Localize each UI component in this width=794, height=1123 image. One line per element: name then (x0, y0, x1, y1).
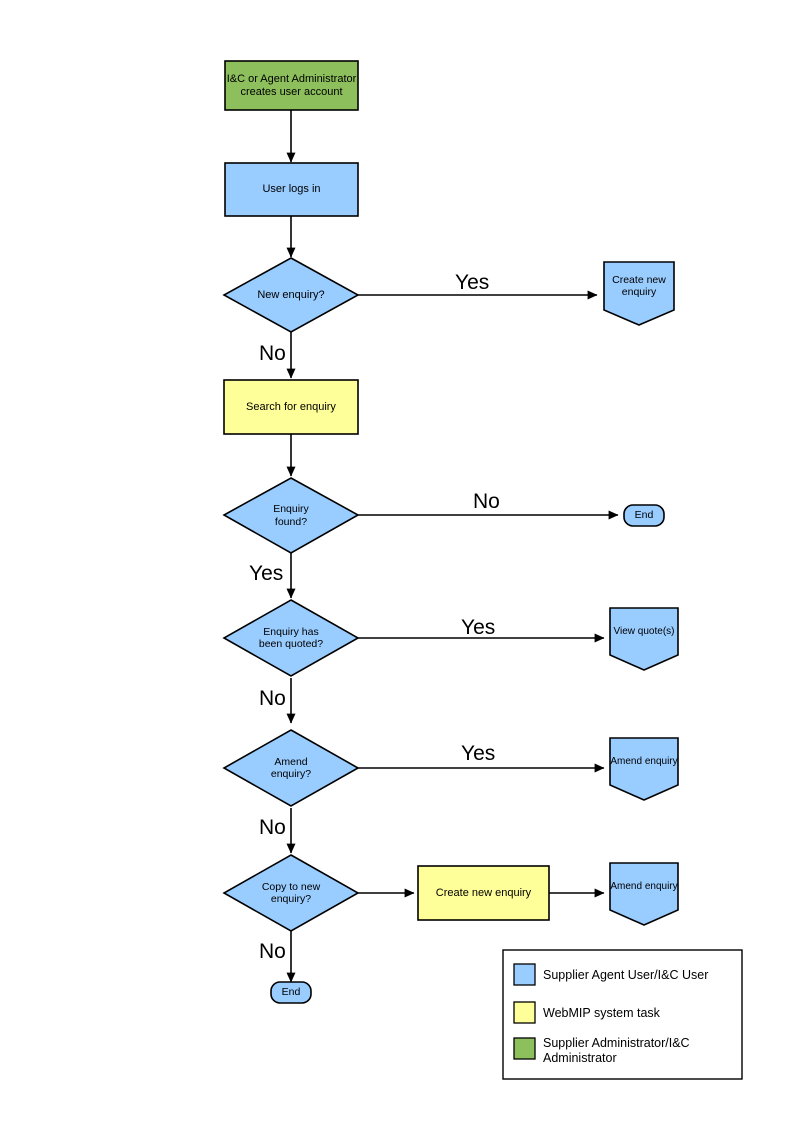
edge-label-copy-new-enquiry-no: No (259, 940, 286, 963)
edge-label-amend-enquiry-yes: Yes (461, 742, 496, 765)
edge-label-new-enquiry-yes: Yes (455, 271, 490, 294)
edge-label-enquiry-found-yes: Yes (249, 562, 284, 585)
node-enquiry-quoted-decision (222, 599, 360, 677)
edge-label-amend-enquiry-no: No (259, 816, 286, 839)
node-create-new-enquiry-doc (603, 261, 675, 326)
legend-swatch-user (513, 963, 536, 986)
node-copy-to-new-enquiry-decision (222, 854, 360, 932)
legend-item-label-user: Supplier Agent User/I&C User (543, 968, 709, 982)
node-new-enquiry-decision (222, 257, 360, 333)
node-enquiry-found-decision (222, 477, 360, 554)
node-end-not-found (623, 504, 665, 527)
node-admin-creates-account (224, 60, 359, 111)
node-amend-enquiry-decision (222, 729, 360, 807)
legend-frame (502, 949, 743, 1080)
legend-item-label-admin: Supplier Administrator/I&C Administrator (543, 1036, 690, 1066)
connector-group (286, 110, 619, 983)
edge-label-new-enquiry-no: No (259, 342, 286, 365)
edge-label-enquiry-found-no: No (473, 490, 500, 513)
legend-item-label-system: WebMIP system task (543, 1006, 660, 1020)
edge-label-enquiry-quoted-no: No (259, 687, 286, 710)
node-user-logs-in (224, 162, 359, 217)
node-amend-enquiry-doc-1 (609, 737, 679, 801)
edge-label-enquiry-quoted-yes: Yes (461, 616, 496, 639)
node-amend-enquiry-doc-2 (609, 862, 679, 926)
node-end-final (270, 981, 312, 1004)
node-create-new-enquiry-task (417, 865, 550, 921)
legend-swatch-admin (513, 1037, 536, 1060)
node-search-for-enquiry (223, 379, 359, 435)
legend-swatch-system (513, 1001, 536, 1024)
node-view-quotes-doc (609, 607, 679, 671)
